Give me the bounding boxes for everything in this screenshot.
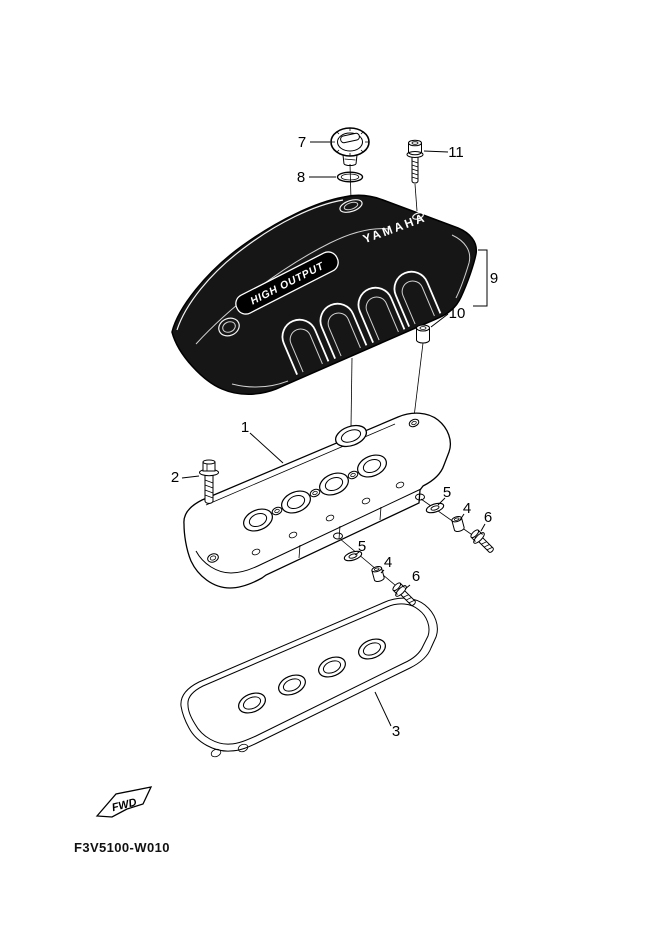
cover-emblem (218, 317, 240, 337)
oil-filler-neck (334, 424, 368, 448)
rubber-grommet (416, 324, 430, 344)
flange-bolt-2 (199, 459, 219, 504)
decorative-cover: YAMAHA HIGH OUTPUT (171, 194, 478, 395)
callout-1: 1 (241, 419, 249, 436)
gasket-inner-edge (187, 603, 430, 745)
gasket-ring (314, 652, 350, 682)
cover-top-highlight (176, 199, 344, 331)
collar-4a (450, 515, 466, 533)
cylinder-head-cover (183, 412, 452, 589)
oil-filler-cap (330, 127, 370, 167)
bolt-6a (467, 526, 498, 557)
callout-10: 10 (449, 305, 466, 322)
gasket-outer-edge (180, 597, 438, 752)
callout-4b: 4 (384, 554, 392, 571)
left-mount-tab-hole (207, 553, 219, 563)
callout-2: 2 (171, 469, 179, 486)
head-cover-front-edge (195, 488, 422, 574)
wall-bolt-hole (333, 532, 343, 540)
fwd-indicator: FWD (95, 786, 153, 818)
callout-3: 3 (392, 723, 400, 740)
cover-ridge-line (195, 228, 391, 345)
gasket-ring (354, 634, 390, 664)
callout-leaders (181, 141, 488, 727)
head-cover-gasket (180, 597, 438, 758)
cover-bolt-hole (412, 212, 424, 220)
callout-5a: 5 (443, 484, 451, 501)
cover-bottom-highlight (231, 380, 289, 388)
collar-4b (370, 565, 386, 583)
callout-numbers: 7 8 11 9 10 1 2 5 4 6 5 4 6 3 (171, 134, 498, 740)
callout-6b: 6 (412, 568, 420, 585)
cover-bolt-11 (406, 139, 424, 184)
callout-6a: 6 (484, 509, 492, 526)
callout-9: 9 (490, 270, 498, 287)
callout-7: 7 (298, 134, 306, 151)
head-cover-wall-ribs (298, 506, 382, 559)
cover-right-end-line (451, 234, 471, 299)
head-cover-outline (183, 412, 452, 589)
callout-11: 11 (448, 144, 464, 161)
gasket-ring (234, 688, 270, 718)
cap-o-ring (336, 171, 364, 183)
cover-filler-hole (339, 199, 363, 213)
wall-bolt-hole (415, 493, 425, 501)
gasket-tab (237, 743, 249, 753)
decorative-cover-body (171, 194, 478, 395)
fwd-flag-shape (95, 786, 153, 818)
diagram-code: F3V5100-W010 (74, 840, 170, 855)
callout-5b: 5 (358, 538, 366, 555)
gasket-ring (274, 670, 310, 700)
cap-grip (340, 132, 360, 144)
fwd-label: FWD (111, 796, 138, 814)
callout-8: 8 (297, 169, 305, 186)
seal-washer-5a (424, 500, 446, 516)
gasket-tab (210, 748, 222, 758)
cover-badge-band (235, 251, 339, 315)
callout-9-bracket (473, 249, 488, 307)
front-bolt-holes (251, 481, 405, 556)
callout-4a: 4 (463, 500, 471, 517)
cap-knurling (331, 128, 369, 156)
